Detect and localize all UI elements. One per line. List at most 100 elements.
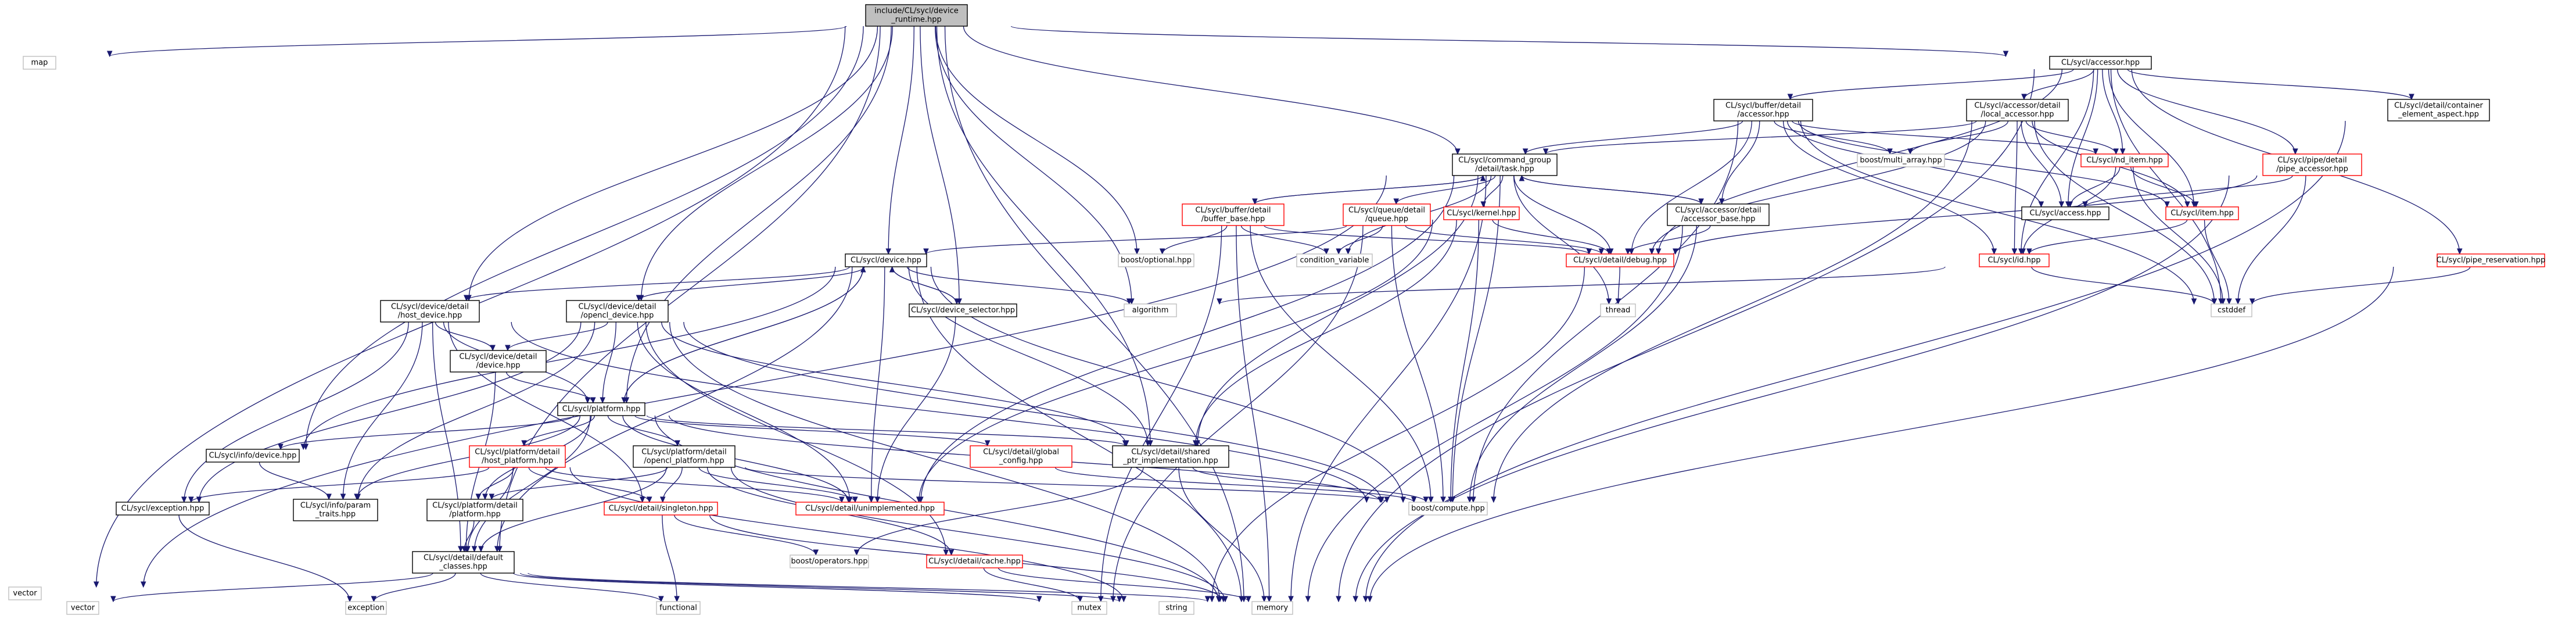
node-param_traits[interactable]: CL/sycl/info/param_traits.hpp	[293, 499, 378, 521]
node-label-exception_std-line-0: exception	[347, 604, 385, 613]
node-label-param_traits-line-0: CL/sycl/info/param	[300, 502, 371, 510]
node-label-access-line-0: CL/sycl/access.hpp	[2030, 209, 2101, 218]
edge-opencl_device-to-boost_compute	[683, 321, 1382, 502]
edge-buf_acc-to-id	[1782, 120, 1994, 254]
node-label-device-line-0: CL/sycl/device.hpp	[851, 256, 921, 265]
edge-host_device-to-param_traits	[343, 321, 423, 499]
node-box-multi_array	[1857, 153, 1945, 167]
node-device[interactable]: CL/sycl/device.hpp	[845, 253, 927, 267]
edge-root-to-opencl_device	[641, 26, 893, 300]
node-cache[interactable]: CL/sycl/detail/cache.hpp	[926, 554, 1023, 568]
node-accessor[interactable]: CL/sycl/accessor.hpp	[2049, 56, 2152, 70]
node-debug[interactable]: CL/sycl/detail/debug.hpp	[1566, 253, 1674, 267]
node-label-pipe_acc-line-0: CL/sycl/pipe/detail	[2277, 156, 2347, 165]
node-label-cache-line-0: CL/sycl/detail/cache.hpp	[928, 557, 1021, 566]
node-id[interactable]: CL/sycl/id.hpp	[1979, 253, 2050, 267]
edge-root-to-device_selector	[920, 26, 959, 304]
edge-exception-to-exception_std	[178, 514, 350, 602]
node-unimplemented[interactable]: CL/sycl/detail/unimplemented.hpp	[795, 502, 945, 516]
node-thread: thread	[1600, 303, 1636, 317]
node-box-thread	[1600, 303, 1636, 317]
node-host_platform[interactable]: CL/sycl/platform/detail/host_platform.hp…	[469, 445, 566, 468]
node-label-buffer_base-line-1: /buffer_base.hpp	[1201, 215, 1265, 224]
node-global_config[interactable]: CL/sycl/detail/global_config.hpp	[970, 445, 1072, 468]
node-box-buffer_base	[1182, 203, 1285, 226]
edge-singleton-to-boost_operators	[674, 514, 816, 555]
node-box-root	[865, 4, 968, 27]
node-opencl_platform[interactable]: CL/sycl/platform/detail/opencl_platform.…	[633, 445, 736, 468]
node-cg_task[interactable]: CL/sycl/command_group/detail/task.hpp	[1452, 153, 1558, 176]
node-label-default_classes-line-1: _classes.hpp	[439, 563, 487, 571]
edge-singleton-to-functional	[662, 514, 677, 602]
edge-cg_task-to-memory	[1291, 175, 1487, 602]
node-kernel[interactable]: CL/sycl/kernel.hpp	[1443, 206, 1520, 220]
node-singleton[interactable]: CL/sycl/detail/singleton.hpp	[604, 502, 718, 516]
node-local_acc[interactable]: CL/sycl/accessor/detail/local_accessor.h…	[1966, 99, 2069, 121]
edge-device-to-info_device	[303, 266, 836, 449]
node-nd_item[interactable]: CL/sycl/nd_item.hpp	[2080, 153, 2169, 167]
edge-host_platform-to-unimplemented	[545, 467, 842, 502]
node-default_classes[interactable]: CL/sycl/detail/default_classes.hpp	[412, 551, 515, 574]
node-label-string-line-0: string	[1165, 604, 1187, 613]
edge-default_classes-to-exception_std	[374, 573, 456, 602]
node-box-buf_acc	[1713, 99, 1813, 121]
node-label-multi_array-line-0: boost/multi_array.hpp	[1860, 156, 1942, 165]
edge-root-to-host_device	[469, 26, 878, 300]
edge-platform-to-host_platform	[524, 415, 595, 446]
edge-accessor-to-cstddef	[2110, 69, 2221, 304]
node-label-exception-line-0: CL/sycl/exception.hpp	[121, 504, 204, 513]
node-box-vector	[8, 586, 42, 600]
node-accessor_base[interactable]: CL/sycl/accessor/detail/accessor_base.hp…	[1667, 203, 1770, 226]
node-box-host_device	[380, 300, 480, 323]
node-label-buffer_base-line-0: CL/sycl/buffer/detail	[1195, 206, 1271, 215]
edge-device-to-opencl_device	[639, 266, 865, 300]
node-plat_platform[interactable]: CL/sycl/platform/detail/platform.hpp	[426, 499, 523, 521]
node-label-platform-line-0: CL/sycl/platform.hpp	[562, 405, 640, 414]
node-label-queue-line-0: CL/sycl/queue/detail	[1348, 206, 1425, 215]
node-elem_aspect[interactable]: CL/sycl/detail/container_element_aspect.…	[2387, 99, 2490, 121]
node-box-shared_ptr	[1112, 445, 1229, 468]
node-box-item	[2165, 206, 2239, 220]
node-label-dev_device-line-0: CL/sycl/device/detail	[460, 353, 537, 362]
edge-device_selector-to-unimplemented	[877, 316, 956, 502]
node-device_selector[interactable]: CL/sycl/device_selector.hpp	[909, 303, 1017, 317]
edge-opencl_platform-to-singleton	[663, 467, 683, 502]
node-algorithm: algorithm	[1124, 303, 1177, 317]
edge-kernel-to-boost_compute	[1451, 219, 1480, 502]
node-boost_compute: boost/compute.hpp	[1408, 502, 1488, 516]
node-buf_acc[interactable]: CL/sycl/buffer/detail/accessor.hpp	[1713, 99, 1813, 121]
node-label-pipe_res-line-0: CL/sycl/pipe_reservation.hpp	[2437, 256, 2546, 265]
node-platform[interactable]: CL/sycl/platform.hpp	[557, 402, 645, 416]
node-buffer_base[interactable]: CL/sycl/buffer/detail/buffer_base.hpp	[1182, 203, 1285, 226]
edge-accessor-to-memory	[1339, 69, 2035, 602]
node-root[interactable]: include/CL/sycl/device_runtime.hpp	[865, 4, 968, 27]
node-box-unimplemented	[795, 502, 945, 516]
node-string: string	[1158, 601, 1194, 615]
node-box-vector2	[66, 601, 99, 615]
edge-pipe_acc-to-memory	[1355, 175, 2230, 602]
node-info_device[interactable]: CL/sycl/info/device.hpp	[206, 449, 300, 463]
node-queue[interactable]: CL/sycl/queue/detail/queue.hpp	[1343, 203, 1431, 226]
edge-kernel-to-debug	[1492, 219, 1609, 254]
node-box-singleton	[604, 502, 718, 516]
node-exception[interactable]: CL/sycl/exception.hpp	[116, 502, 210, 516]
node-map: map	[23, 56, 56, 70]
edge-accessor-to-nd_item	[2102, 69, 2123, 154]
node-box-cache	[926, 554, 1023, 568]
node-opencl_device[interactable]: CL/sycl/device/detail/opencl_device.hpp	[566, 300, 669, 323]
node-label-vector2-line-0: vector	[71, 604, 95, 613]
node-host_device[interactable]: CL/sycl/device/detail/host_device.hpp	[380, 300, 480, 323]
node-access[interactable]: CL/sycl/access.hpp	[2021, 206, 2109, 220]
node-box-debug	[1566, 253, 1674, 267]
node-pipe_acc[interactable]: CL/sycl/pipe/detail/pipe_accessor.hpp	[2262, 153, 2362, 176]
edge-cg_task-to-thread	[1513, 175, 1609, 304]
node-pipe_res[interactable]: CL/sycl/pipe_reservation.hpp	[2437, 253, 2546, 267]
node-dev_device[interactable]: CL/sycl/device/detail/device.hpp	[450, 350, 547, 373]
node-box-opencl_device	[566, 300, 669, 323]
node-label-unimplemented-line-0: CL/sycl/detail/unimplemented.hpp	[805, 504, 935, 513]
node-label-elem_aspect-line-0: CL/sycl/detail/container	[2394, 102, 2483, 110]
node-item[interactable]: CL/sycl/item.hpp	[2165, 206, 2239, 220]
node-shared_ptr[interactable]: CL/sycl/detail/shared_ptr_implementation…	[1112, 445, 1229, 468]
